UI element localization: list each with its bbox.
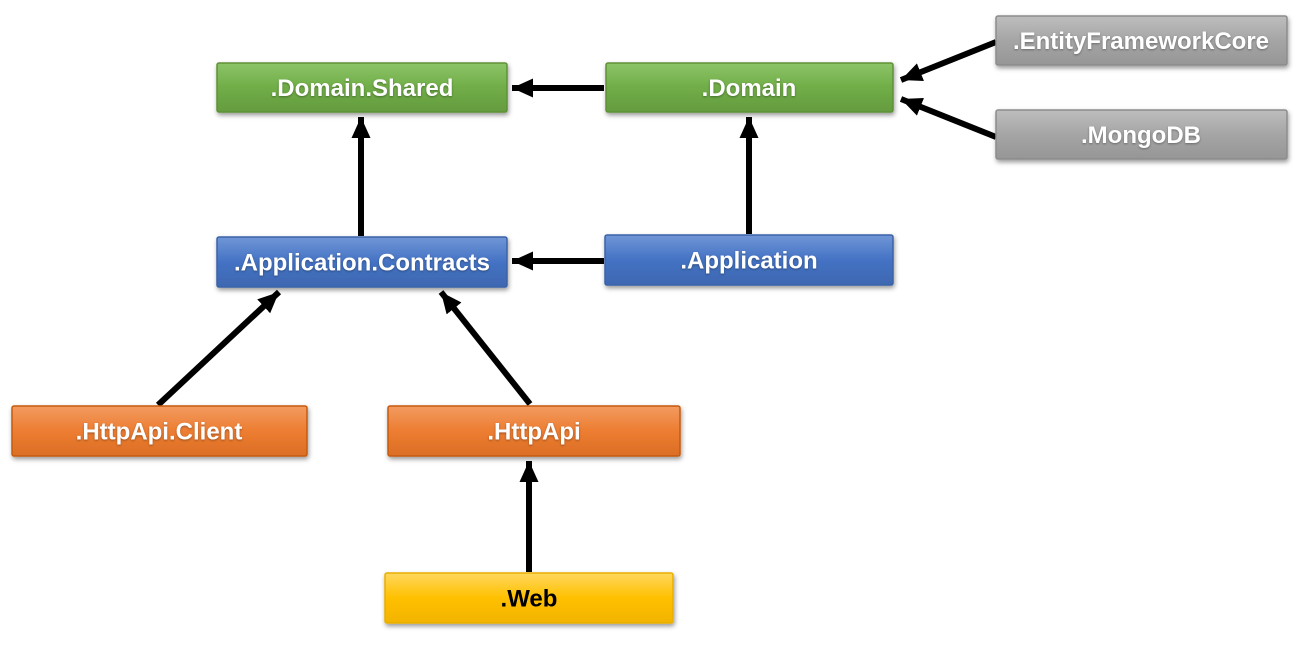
arrow-entityframeworkcore-to-domain: [899, 39, 998, 83]
diagram-edges: [155, 39, 998, 572]
node-application-contracts-box: [216, 236, 508, 288]
node-web: .Web: [384, 572, 674, 624]
node-web-box: [384, 572, 674, 624]
node-web-label: .Web: [501, 586, 558, 613]
node-domain-label: .Domain: [702, 75, 797, 102]
arrow-httpapi-to-application-contracts: [438, 290, 533, 406]
diagram-nodes: .Domain.Shared .Domain .EntityFrameworkC…: [11, 15, 1288, 624]
node-domain-shared-label: .Domain.Shared: [271, 75, 454, 102]
node-application-contracts-label: .Application.Contracts: [234, 250, 490, 277]
arrow-mongodb-to-domain: [899, 96, 998, 140]
arrow-httpapi-client-to-application-contracts: [155, 289, 282, 408]
node-entity-framework-core-box: [995, 15, 1288, 66]
node-application-contracts: .Application.Contracts: [216, 236, 508, 288]
node-entity-framework-core: .EntityFrameworkCore: [995, 15, 1288, 66]
node-application-label: .Application: [680, 248, 817, 275]
node-domain-shared: .Domain.Shared: [216, 62, 508, 113]
node-domain-box: [605, 62, 894, 113]
node-httpapi-client: .HttpApi.Client: [11, 405, 308, 457]
node-mongodb-label: .MongoDB: [1081, 122, 1201, 149]
node-application: .Application: [604, 234, 894, 286]
node-mongodb: .MongoDB: [995, 109, 1288, 160]
node-httpapi-label: .HttpApi: [487, 419, 580, 446]
node-domain-shared-box: [216, 62, 508, 113]
node-httpapi-box: [387, 405, 681, 457]
node-mongodb-box: [995, 109, 1288, 160]
node-httpapi: .HttpApi: [387, 405, 681, 457]
node-httpapi-client-box: [11, 405, 308, 457]
node-entity-framework-core-label: .EntityFrameworkCore: [1013, 28, 1269, 55]
node-httpapi-client-label: .HttpApi.Client: [76, 419, 243, 446]
node-application-box: [604, 234, 894, 286]
node-domain: .Domain: [605, 62, 894, 113]
